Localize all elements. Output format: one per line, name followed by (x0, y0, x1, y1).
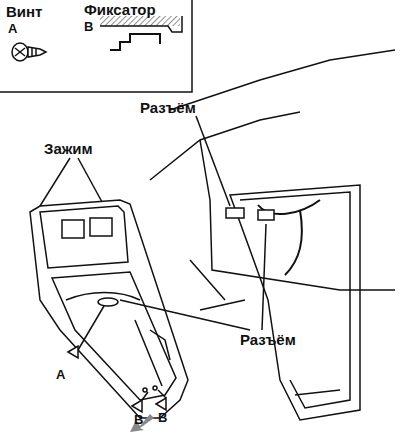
part-label: B (84, 20, 93, 34)
part-label: Разъём (240, 332, 296, 349)
part-label: Разъём (140, 100, 196, 117)
part-label: B (134, 413, 143, 427)
part-label: A (8, 22, 17, 36)
part-label: B (158, 411, 167, 425)
part-label: Винт (6, 4, 42, 21)
part-label: Зажим (44, 141, 93, 158)
part-label: A (56, 368, 65, 382)
part-label: Фиксатор (84, 2, 156, 19)
